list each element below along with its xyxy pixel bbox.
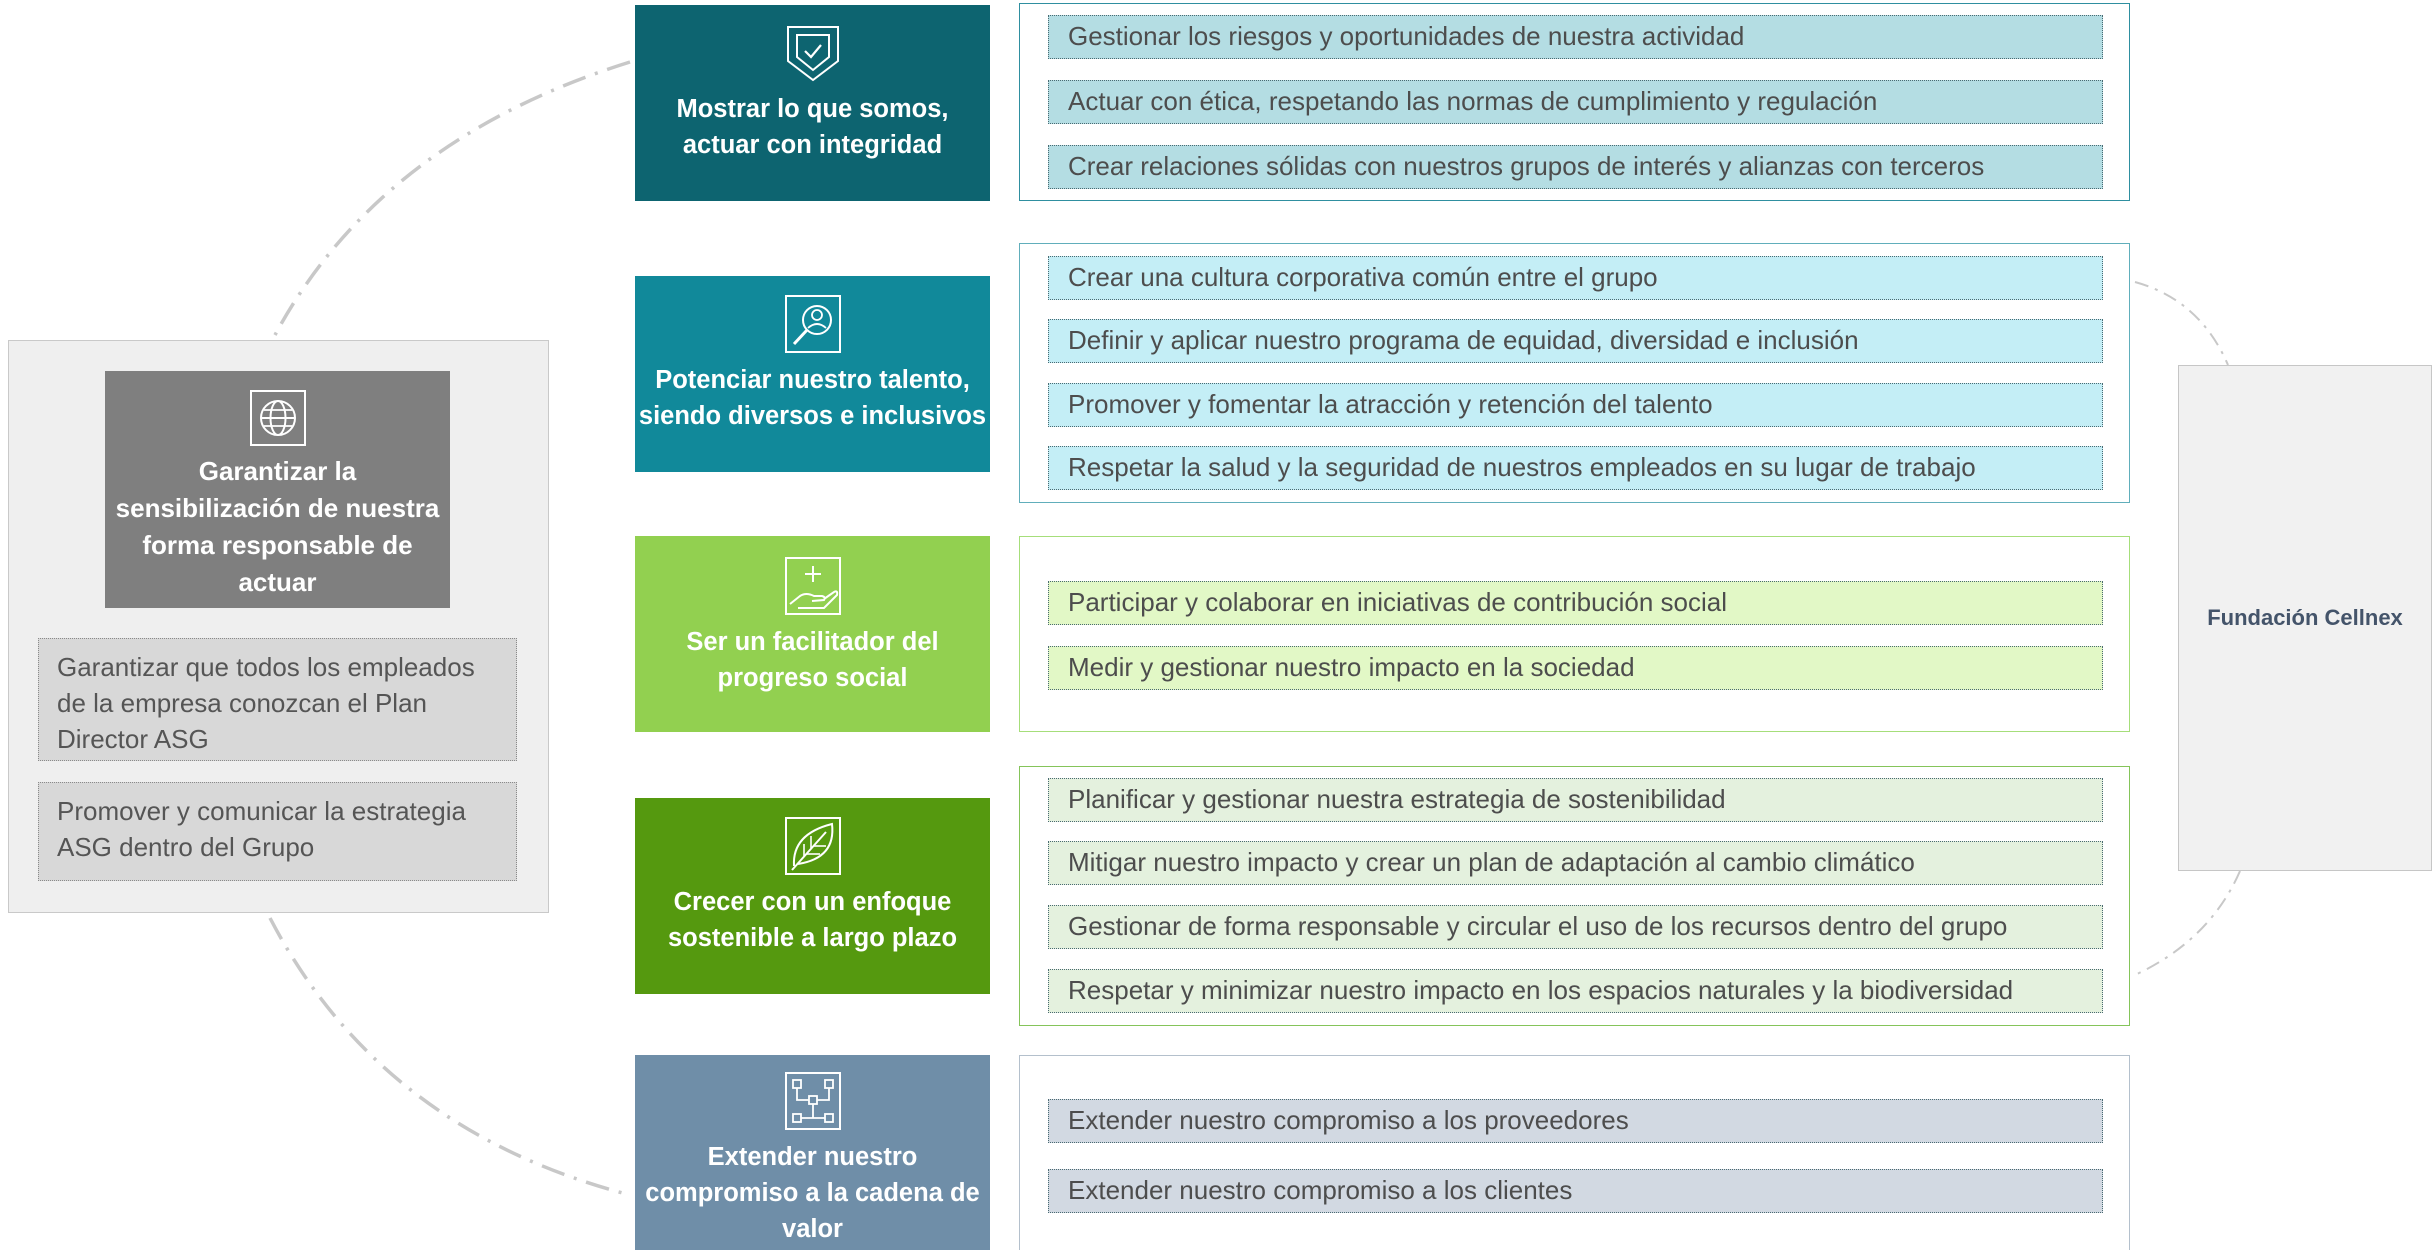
connector-arc-bottom-left xyxy=(268,917,631,1197)
left-panel-title: Garantizar la sensibilización de nuestra… xyxy=(115,456,440,597)
shield-check-icon xyxy=(784,23,842,83)
hand-plus-icon xyxy=(784,556,842,616)
left-panel-header: Garantizar la sensibilización de nuestra… xyxy=(105,371,450,608)
pillar-title: Ser un facilitador del progreso social xyxy=(686,628,939,692)
pillar-title: Potenciar nuestro talento, siendo divers… xyxy=(638,366,987,430)
item-sustainable: Respetar y minimizar nuestro impacto en … xyxy=(1048,969,2103,1013)
globe-icon xyxy=(249,389,307,447)
item-sustainable: Mitigar nuestro impacto y crear un plan … xyxy=(1048,841,2103,885)
left-panel-item: Promover y comunicar la estrategia ASG d… xyxy=(38,782,517,881)
item-group-value-chain xyxy=(1019,1055,2130,1250)
pillar-value-chain: Extender nuestro compromiso a la cadena … xyxy=(635,1055,990,1250)
item-value-chain: Extender nuestro compromiso a los client… xyxy=(1048,1169,2103,1213)
foundation-label: Fundación Cellnex xyxy=(2207,605,2403,630)
connector-arc-top-right xyxy=(2134,281,2229,366)
pillar-integrity: Mostrar lo que somos, actuar con integri… xyxy=(635,5,990,201)
item-integrity: Actuar con ética, respetando las normas … xyxy=(1048,80,2103,124)
item-talent: Definir y aplicar nuestro programa de eq… xyxy=(1048,319,2103,363)
pillar-talent: Potenciar nuestro talento, siendo divers… xyxy=(635,276,990,472)
item-social: Participar y colaborar en iniciativas de… xyxy=(1048,581,2103,625)
pillar-title: Extender nuestro compromiso a la cadena … xyxy=(645,1143,980,1243)
item-talent: Respetar la salud y la seguridad de nues… xyxy=(1048,446,2103,490)
connector-arc-bottom-right xyxy=(2134,870,2241,976)
pillar-sustainable: Crecer con un enfoque sostenible a largo… xyxy=(635,798,990,994)
leaf-icon xyxy=(784,816,842,876)
item-social: Medir y gestionar nuestro impacto en la … xyxy=(1048,646,2103,690)
pillar-title: Mostrar lo que somos, actuar con integri… xyxy=(676,95,949,159)
item-integrity: Crear relaciones sólidas con nuestros gr… xyxy=(1048,145,2103,189)
item-group-social xyxy=(1019,536,2130,732)
item-sustainable: Gestionar de forma responsable y circula… xyxy=(1048,905,2103,949)
person-search-icon xyxy=(784,294,842,354)
pillar-social: Ser un facilitador del progreso social xyxy=(635,536,990,732)
left-panel-item: Garantizar que todos los empleados de la… xyxy=(38,638,517,761)
item-integrity: Gestionar los riesgos y oportunidades de… xyxy=(1048,15,2103,59)
item-value-chain: Extender nuestro compromiso a los provee… xyxy=(1048,1099,2103,1143)
item-talent: Promover y fomentar la atracción y reten… xyxy=(1048,383,2103,427)
item-sustainable: Planificar y gestionar nuestra estrategi… xyxy=(1048,778,2103,822)
foundation-box: Fundación Cellnex xyxy=(2178,365,2432,871)
network-icon xyxy=(784,1071,842,1131)
pillar-title: Crecer con un enfoque sostenible a largo… xyxy=(667,888,958,952)
item-talent: Crear una cultura corporativa común entr… xyxy=(1048,256,2103,300)
connector-arc-top-left xyxy=(273,60,631,336)
